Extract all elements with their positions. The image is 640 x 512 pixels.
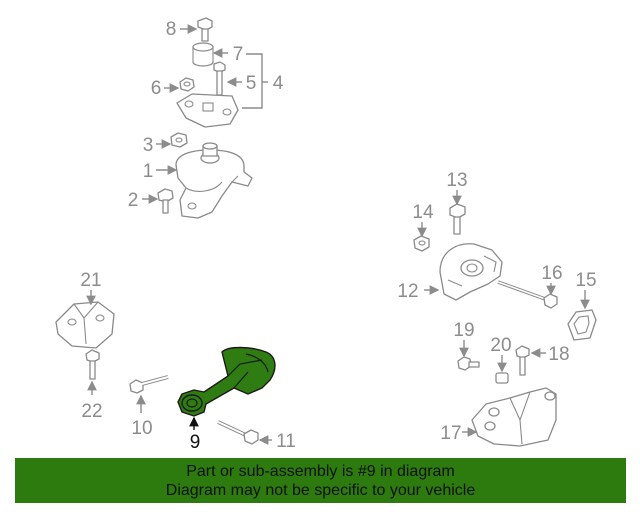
callout-19: 19 (453, 320, 474, 341)
insulator-part-15 (567, 309, 597, 341)
callout-13: 13 (446, 170, 467, 191)
callout-12: 12 (397, 281, 418, 302)
transmission-mount-group (413, 203, 597, 447)
callout-14: 14 (412, 202, 434, 223)
engine-mount-part-1 (175, 142, 253, 219)
mount-bracket-plate (176, 93, 239, 128)
stud-part-5 (213, 61, 226, 96)
bracket-part-17 (471, 387, 557, 447)
torque-rod-part-9[interactable] (177, 346, 276, 417)
callout-17: 17 (440, 423, 461, 444)
bracket-part-21 (55, 301, 115, 349)
bolt-part-2 (157, 188, 174, 214)
callout-6: 6 (151, 78, 162, 99)
nut-part-3 (170, 132, 188, 148)
callout-15: 15 (575, 270, 596, 291)
bolt-part-22 (85, 349, 100, 380)
bolt-part-18 (515, 345, 530, 376)
bolt-part-11 (217, 420, 259, 445)
banner-line-part-number: Part or sub-assembly is #9 in diagram (186, 462, 455, 480)
long-bolt-part-16 (497, 280, 558, 309)
bolt-part-19 (457, 356, 480, 371)
nut-part-6 (179, 77, 195, 92)
callout-22: 22 (81, 401, 102, 422)
callout-16: 16 (541, 263, 562, 284)
part-info-banner: Part or sub-assembly is #9 in diagram Di… (15, 458, 626, 503)
callout-10: 10 (131, 418, 152, 439)
callout-4: 4 (273, 73, 284, 94)
left-bracket-group (55, 301, 259, 445)
callout-9[interactable]: 9 (190, 432, 201, 453)
nut-part-20 (495, 372, 509, 384)
engine-mount-upper-group (157, 17, 253, 219)
callout-21: 21 (80, 270, 101, 291)
callout-3: 3 (143, 135, 154, 156)
banner-line-disclaimer: Diagram may not be specific to your vehi… (165, 481, 476, 499)
callout-1: 1 (143, 161, 154, 182)
bolt-part-10 (129, 375, 169, 394)
leader-lines (86, 24, 590, 445)
callout-20: 20 (490, 335, 511, 356)
bolt-part-8 (197, 17, 213, 42)
callout-2: 2 (128, 190, 139, 211)
nut-part-14 (413, 235, 430, 252)
bushing-part-7 (192, 42, 214, 67)
transmission-mount-part-12 (439, 243, 503, 301)
callout-labels: 8 7 6 5 4 3 1 2 13 14 12 16 15 19 20 18 … (80, 19, 596, 453)
callout-11: 11 (276, 431, 296, 452)
callout-8: 8 (166, 19, 177, 40)
bolt-part-13 (449, 203, 466, 235)
callout-7: 7 (233, 44, 244, 65)
callout-18: 18 (548, 344, 569, 365)
callout-5: 5 (246, 73, 257, 94)
